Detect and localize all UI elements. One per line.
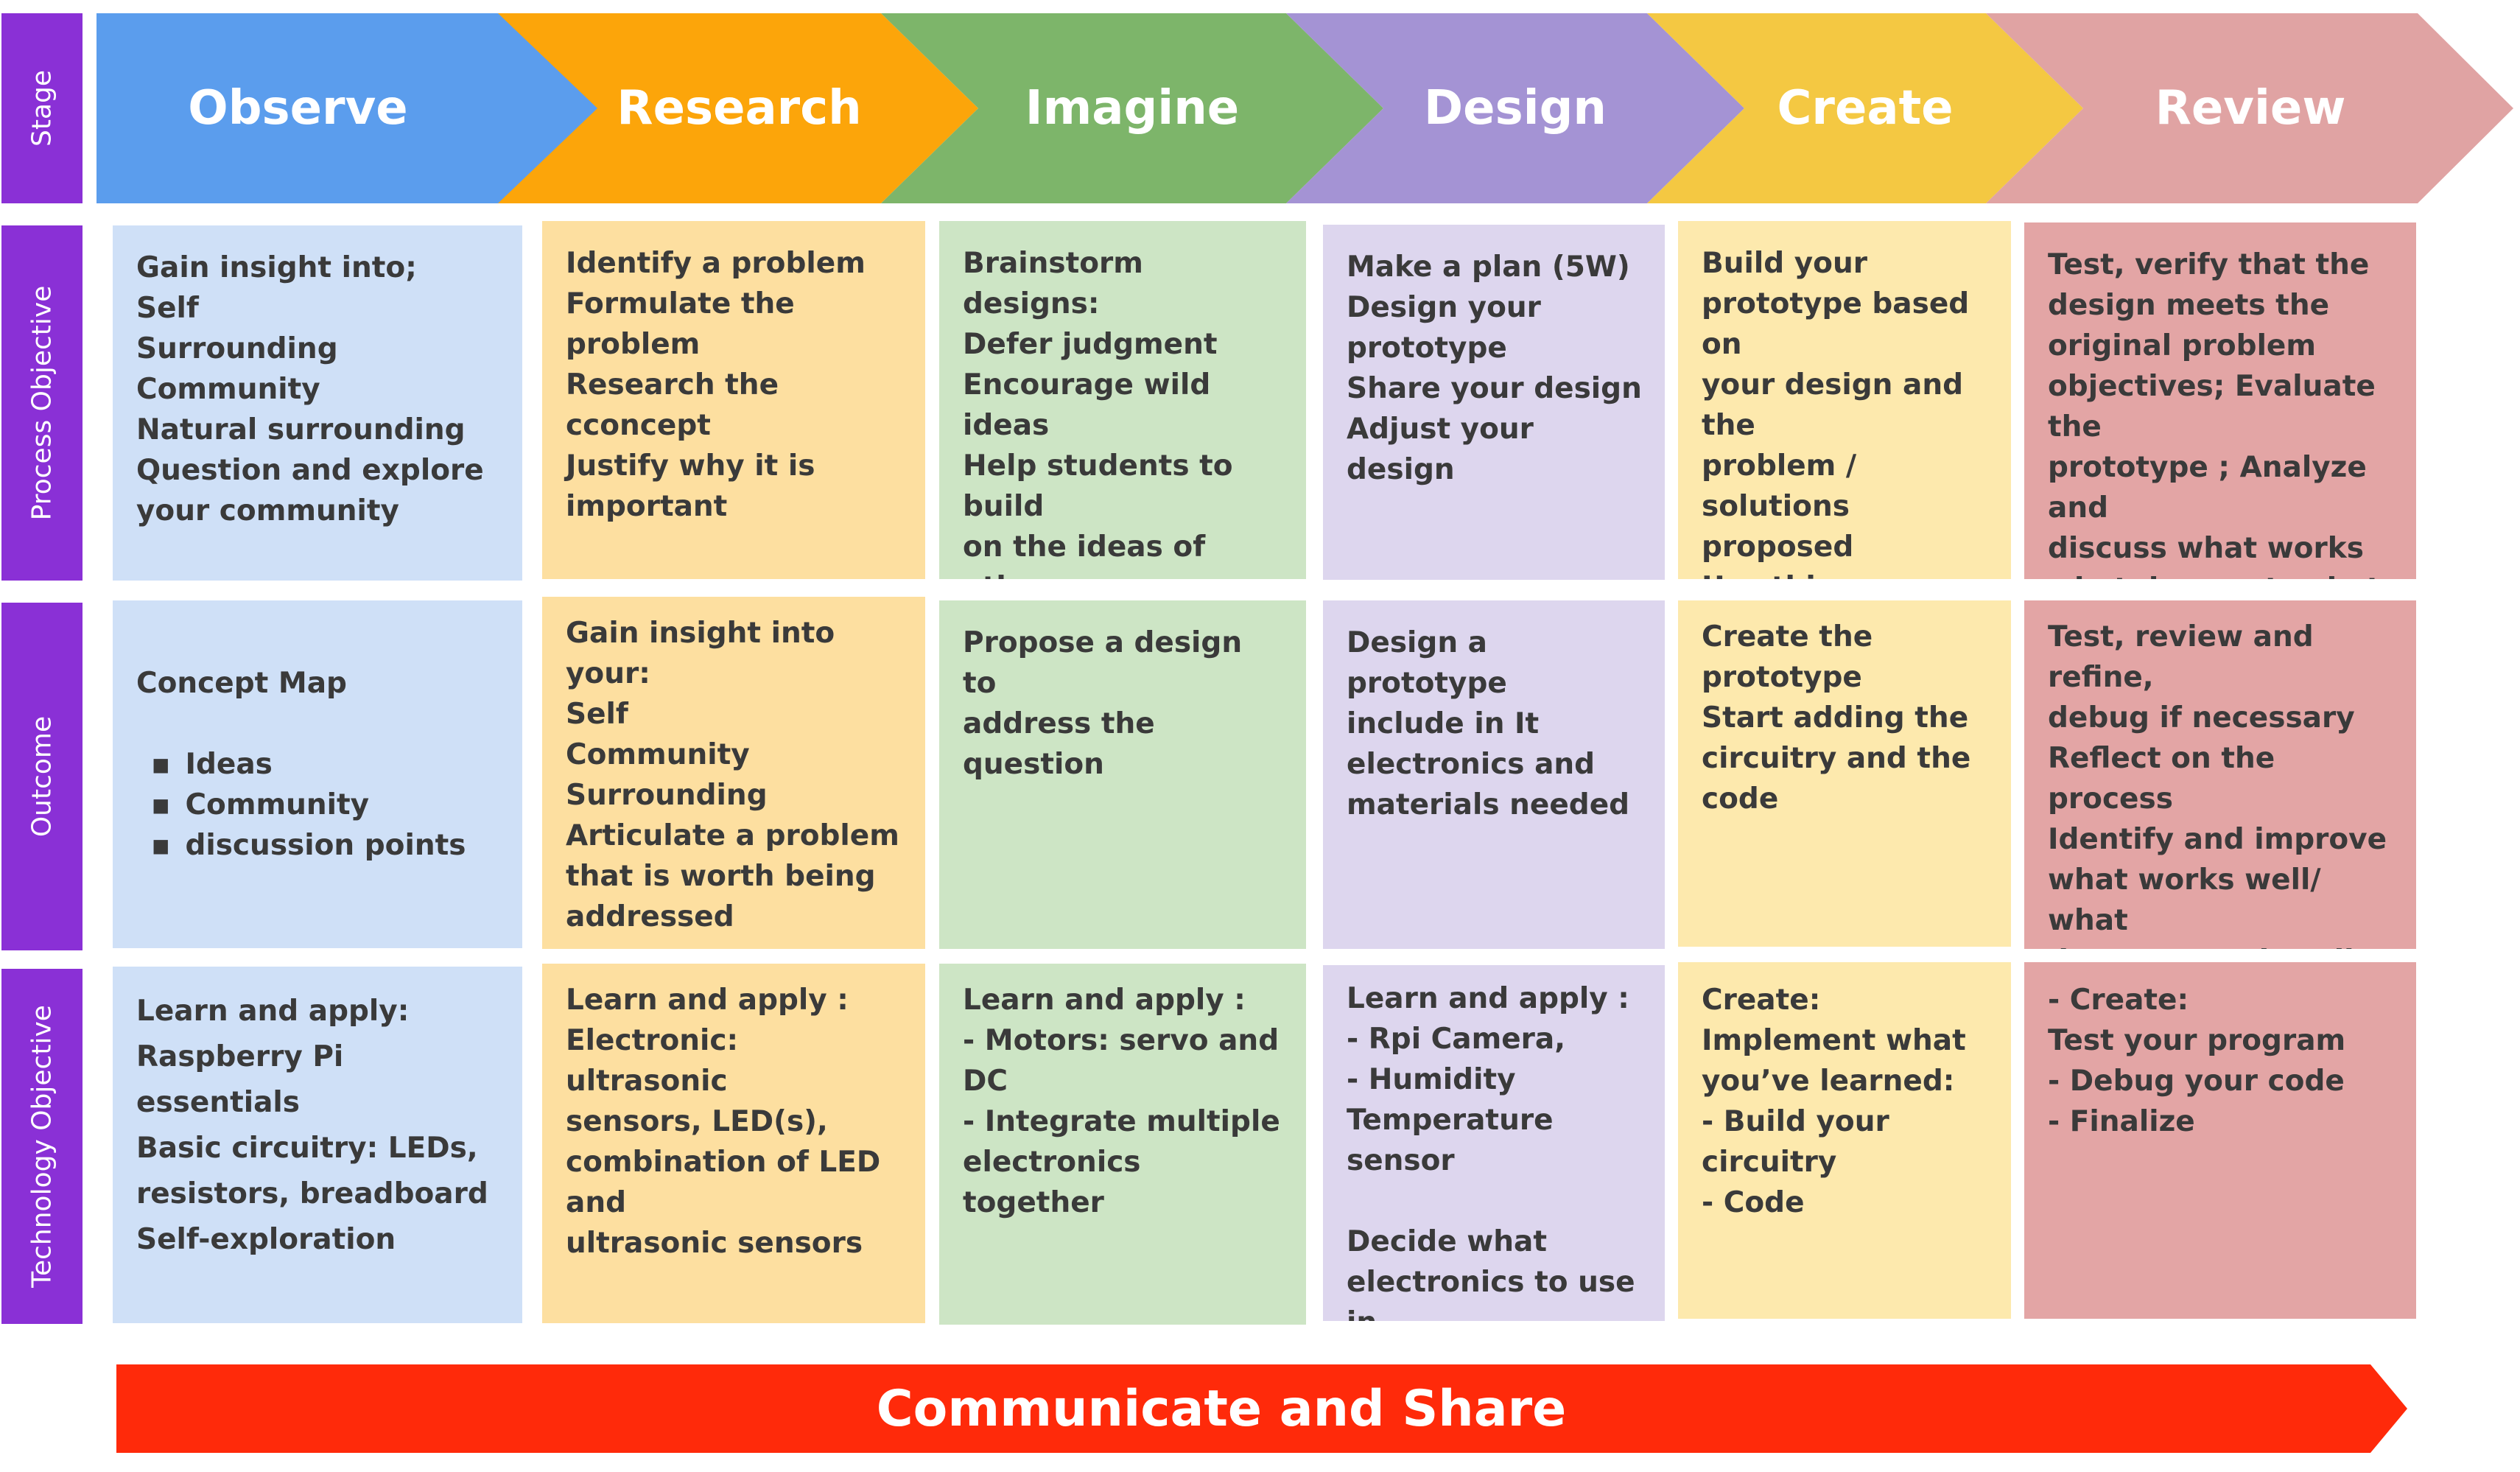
stage-arrow-imagine: Imagine bbox=[881, 13, 1383, 203]
stage-label-create: Create bbox=[1777, 81, 1954, 136]
stage-arrow-imagine-shape bbox=[881, 13, 1383, 203]
process-objective-research: Identify a problem Formulate the problem… bbox=[542, 221, 925, 579]
outcome-research: Gain insight into your: Self Community S… bbox=[542, 597, 925, 949]
process-objective-design: Make a plan (5W) Design your prototype S… bbox=[1323, 225, 1665, 580]
stage-arrow-create: Create bbox=[1647, 13, 2083, 203]
stage-label-design: Design bbox=[1424, 81, 1607, 136]
technology-objective-imagine: Learn and apply : - Motors: servo and DC… bbox=[939, 964, 1306, 1325]
communicate-share-banner: Communicate and Share bbox=[116, 1364, 2407, 1453]
stage-label-imagine: Imagine bbox=[1025, 81, 1240, 136]
banner-arrow-shape bbox=[116, 1364, 2407, 1453]
technology-objective-create: Create: Implement what you’ve learned: -… bbox=[1678, 962, 2011, 1319]
row-label-outcome: Outcome bbox=[1, 603, 83, 950]
row-label-outcome-text: Outcome bbox=[27, 715, 57, 838]
technology-objective-design: Learn and apply : - Rpi Camera, - Humidi… bbox=[1323, 965, 1665, 1321]
stage-arrow-review-shape bbox=[1986, 13, 2513, 203]
list-item: Community bbox=[151, 785, 500, 825]
process-objective-observe: Gain insight into; Self Surrounding Comm… bbox=[113, 225, 522, 581]
process-objective-imagine: Brainstorm designs: Defer judgment Encou… bbox=[939, 221, 1306, 579]
outcome-design: Design a prototype include in It electro… bbox=[1323, 600, 1665, 949]
outcome-observe-title: Concept Map bbox=[136, 667, 347, 700]
banner-label: Communicate and Share bbox=[876, 1379, 1567, 1438]
technology-objective-observe: Learn and apply: Raspberry Pi essentials… bbox=[113, 967, 522, 1323]
stage-label-research: Research bbox=[617, 81, 862, 136]
outcome-create: Create the prototype Start adding the ci… bbox=[1678, 600, 2011, 947]
list-item: Ideas bbox=[151, 744, 500, 785]
stage-arrow-observe: Observe bbox=[96, 13, 599, 203]
stage-arrow-research: Research bbox=[498, 13, 978, 203]
stage-label-review: Review bbox=[2155, 81, 2346, 136]
process-objective-review: Test, verify that the design meets the o… bbox=[2024, 222, 2416, 579]
row-label-stage-text: Stage bbox=[27, 69, 57, 147]
technology-objective-research: Learn and apply : Electronic: ultrasonic… bbox=[542, 964, 925, 1323]
row-label-stage: Stage bbox=[1, 13, 83, 203]
stage-arrow-design-shape bbox=[1286, 13, 1744, 203]
outcome-imagine: Propose a design to address the question bbox=[939, 600, 1306, 949]
outcome-observe-bullets: Ideas Community discussion points bbox=[136, 744, 500, 866]
stage-arrow-create-shape bbox=[1647, 13, 2083, 203]
technology-objective-review: - Create: Test your program - Debug your… bbox=[2024, 962, 2416, 1319]
stage-arrow-observe-shape bbox=[96, 13, 599, 203]
row-label-process-objective: Process Objective bbox=[1, 225, 83, 581]
row-label-technology-objective: Technology Objective bbox=[1, 969, 83, 1324]
stage-arrow-review: Review bbox=[1986, 13, 2513, 203]
process-objective-create: Build your prototype based on your desig… bbox=[1678, 221, 2011, 579]
stage-arrow-research-shape bbox=[498, 13, 978, 203]
outcome-observe: Concept Map Ideas Community discussion p… bbox=[113, 600, 522, 948]
row-label-technology-objective-text: Technology Objective bbox=[27, 1005, 57, 1288]
outcome-review: Test, review and refine, debug if necess… bbox=[2024, 600, 2416, 949]
row-label-process-objective-text: Process Objective bbox=[27, 285, 57, 521]
list-item: discussion points bbox=[151, 825, 500, 866]
stage-arrow-design: Design bbox=[1286, 13, 1744, 203]
stage-label-observe: Observe bbox=[188, 81, 408, 136]
